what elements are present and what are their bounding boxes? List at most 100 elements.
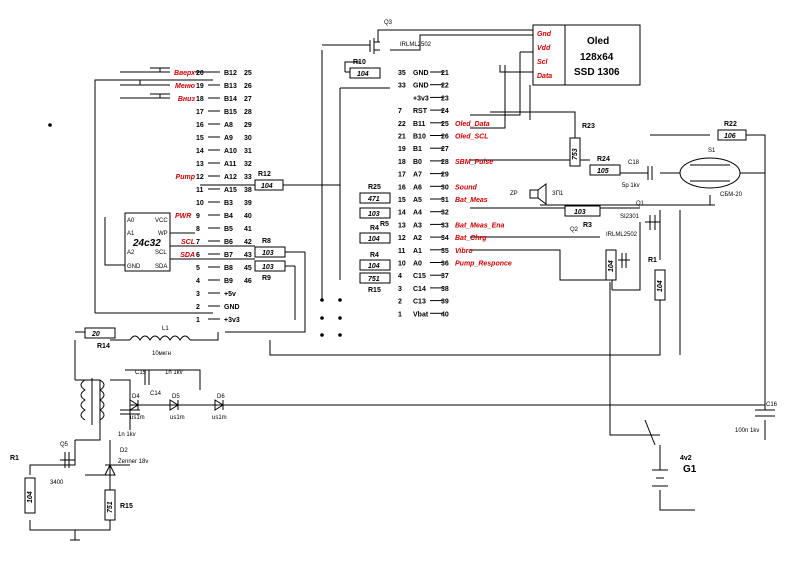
right-port-38: C14 <box>413 286 426 293</box>
left-num-20: 20 <box>196 70 204 77</box>
right-pin-22: 33 <box>398 83 406 90</box>
left-port-16: A8 <box>224 122 233 129</box>
buzzer-zp <box>529 183 547 205</box>
right-num-36: 36 <box>441 261 449 268</box>
d6-label: D6 <box>217 394 225 400</box>
d6-part: us1m <box>212 415 227 421</box>
diode-d6 <box>214 399 224 411</box>
l1-value: 10мкгн <box>152 351 171 357</box>
right-port-26: B10 <box>413 134 426 141</box>
r4b-name: R4 <box>370 252 379 259</box>
right-num-34: 34 <box>441 235 449 242</box>
right-port-36: A0 <box>413 261 422 268</box>
left-port-10: B3 <box>224 200 233 207</box>
resistor-q2r: 104 <box>605 249 617 281</box>
right-pin-39: 2 <box>398 299 402 306</box>
right-port-34: A2 <box>413 235 422 242</box>
right-net-30: Sound <box>455 184 477 191</box>
oled-pin-scl: Scl <box>537 59 549 66</box>
right-pin-38: 3 <box>398 286 402 293</box>
left-num-5: 5 <box>196 265 200 272</box>
right-port-31: A5 <box>413 197 422 204</box>
transistor-q1 <box>645 215 660 230</box>
r12-value: 104 <box>261 183 273 190</box>
r23-name: R23 <box>582 123 595 130</box>
left-port-17: B15 <box>224 109 237 116</box>
left-port-20: B12 <box>224 70 237 77</box>
left-num-6: 6 <box>196 252 200 259</box>
left-port-18: B14 <box>224 96 237 103</box>
right-num-39: 39 <box>441 299 449 306</box>
oled-chip: SSD 1306 <box>574 67 620 78</box>
button-menu <box>130 79 150 85</box>
eeprom-pin-scl: SCL <box>155 250 167 256</box>
junction-dot <box>48 123 52 127</box>
q1-part: SI2301 <box>620 214 640 220</box>
eeprom-pin-a0: A0 <box>127 218 135 224</box>
r15b-value: 751 <box>107 501 114 513</box>
c16-value: 100n 1kv <box>735 428 759 434</box>
right-port-22: GND <box>413 83 429 90</box>
r4a-name: R4 <box>370 225 379 232</box>
d5-label: D5 <box>172 394 180 400</box>
capacitor-c16 <box>755 409 775 417</box>
eeprom-chip: 24c32 PWR A0 A1 A2 GND VCC WP SCL SDA <box>124 212 191 272</box>
left-pin-15: 30 <box>244 135 252 142</box>
right-net-35: Vibro <box>455 248 473 255</box>
q3-part: IRLML2502 <box>400 42 432 48</box>
left-net-7: SCL <box>181 239 195 246</box>
left-pin-5: 45 <box>244 265 252 272</box>
c15-label: C15 <box>135 370 147 376</box>
left-num-16: 16 <box>196 122 204 129</box>
left-num-11: 11 <box>196 187 204 194</box>
inductor-l1 <box>129 335 191 341</box>
right-pin-27: 19 <box>398 146 406 153</box>
right-num-24: 24 <box>441 108 449 115</box>
left-port-3: +5v <box>224 291 236 298</box>
right-num-21: 21 <box>441 70 449 77</box>
diode-d5 <box>169 399 179 411</box>
power-switch <box>644 419 656 446</box>
r10-name: R10 <box>353 59 366 66</box>
left-pin-17: 28 <box>244 109 252 116</box>
left-pin-8: 41 <box>244 226 252 233</box>
diode-d4 <box>129 399 139 411</box>
r8-name: R8 <box>262 238 271 245</box>
q2r-value: 104 <box>608 260 615 272</box>
c14-label: C14 <box>150 391 162 397</box>
s1-part: СБМ-20 <box>720 192 743 198</box>
r25-name: R25 <box>368 184 381 191</box>
left-port-7: B6 <box>224 239 233 246</box>
g1-label: G1 <box>683 464 697 475</box>
left-port-14: A10 <box>224 148 237 155</box>
r4a-value: 104 <box>368 236 380 243</box>
right-port-33: A3 <box>413 222 422 229</box>
right-pin-24: 7 <box>398 108 402 115</box>
eeprom-pin-gnd: GND <box>127 264 141 270</box>
left-net-12: Pump <box>176 174 196 181</box>
left-port-8: B5 <box>224 226 233 233</box>
left-port-2: GND <box>224 304 240 311</box>
right-num-33: 33 <box>441 222 449 229</box>
r3-value: 103 <box>574 209 586 216</box>
